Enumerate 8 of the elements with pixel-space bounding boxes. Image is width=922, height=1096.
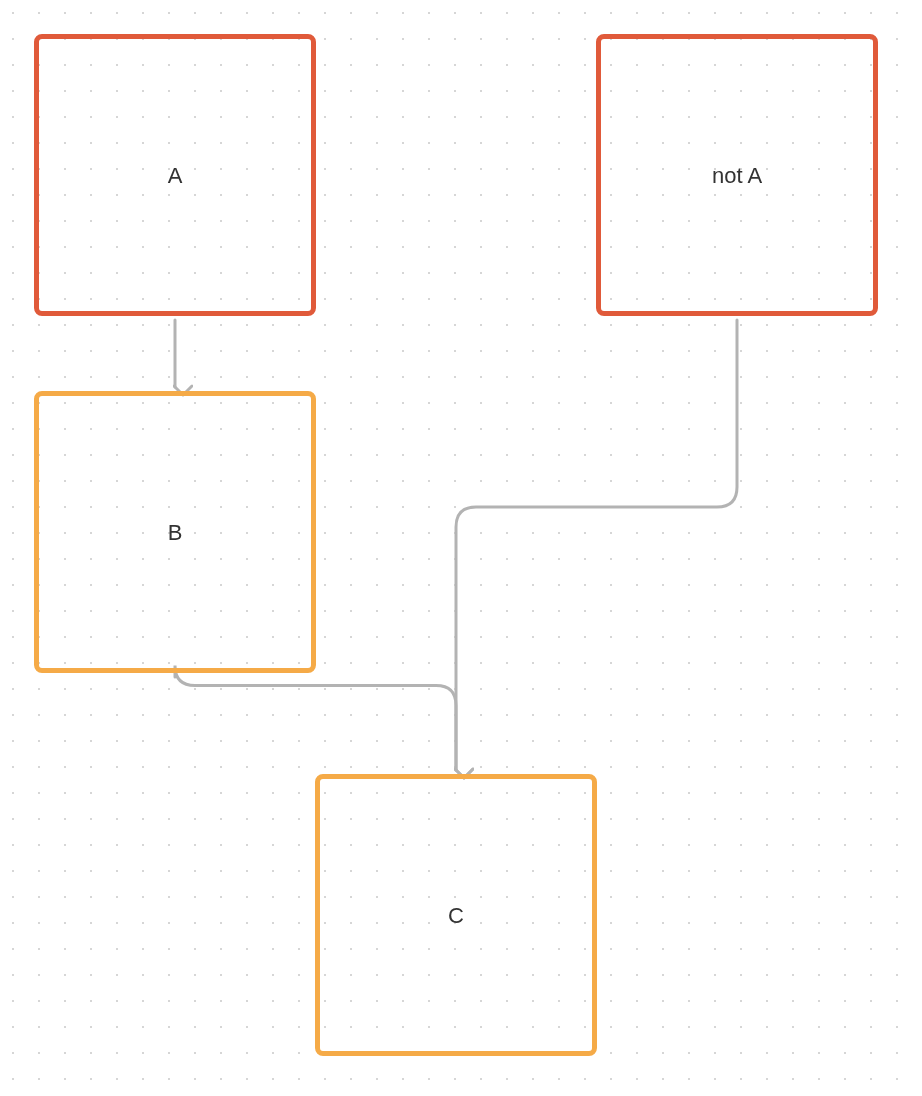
box-label: A xyxy=(167,161,183,190)
process-box xyxy=(34,391,316,673)
box-label: C xyxy=(448,901,464,930)
box-label: not A xyxy=(711,161,763,190)
process-box xyxy=(596,34,878,316)
process-box xyxy=(315,774,597,1056)
process-box xyxy=(34,34,316,316)
box-label: B xyxy=(167,518,183,547)
